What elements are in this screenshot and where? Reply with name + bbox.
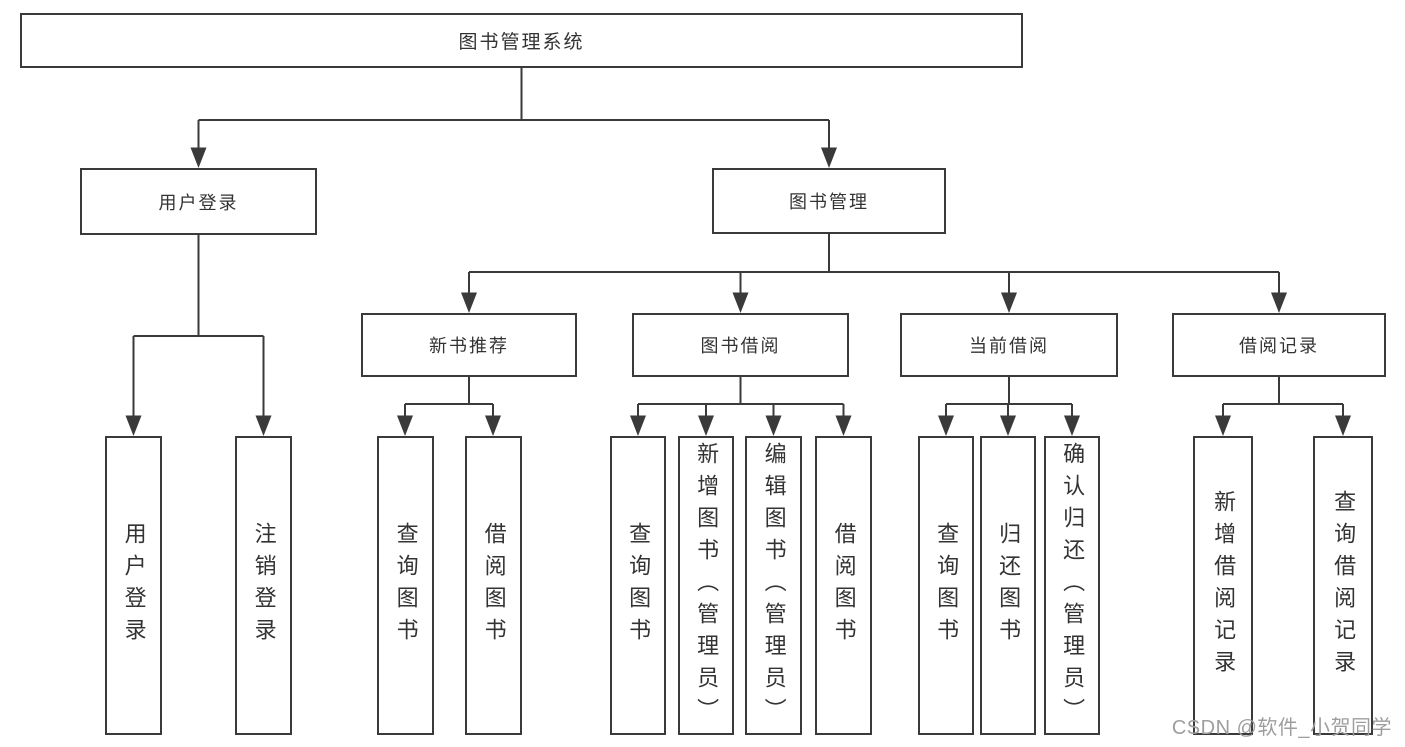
watermark: CSDN @软件_小贺同学 xyxy=(1171,717,1392,739)
leaf-add-borrow-record-label: 新增借阅记录 xyxy=(1211,489,1237,682)
node-book-borrowing: 图书借阅 xyxy=(632,313,849,377)
leaf-borrow-books: 借阅图书 xyxy=(815,436,872,735)
leaf-return-books: 归还图书 xyxy=(980,436,1036,735)
node-new-book-recommendation: 新书推荐 xyxy=(361,313,577,377)
leaf-add-borrow-record: 新增借阅记录 xyxy=(1193,436,1253,735)
leaf-recommend-query-books-label: 查询图书 xyxy=(393,521,419,650)
leaf-recommend-borrow-books-label: 借阅图书 xyxy=(481,521,507,650)
node-library-system: 图书管理系统 xyxy=(20,13,1023,68)
node-new-book-recommendation-label: 新书推荐 xyxy=(429,336,509,356)
leaf-current-query-books: 查询图书 xyxy=(918,436,974,735)
leaf-query-borrow-record: 查询借阅记录 xyxy=(1313,436,1373,735)
leaf-logout: 注销登录 xyxy=(235,436,292,735)
leaf-borrowing-query-books: 查询图书 xyxy=(610,436,666,735)
node-current-borrowing-label: 当前借阅 xyxy=(969,336,1049,356)
leaf-edit-books-admin: 编辑图书（管理员） xyxy=(745,436,802,735)
leaf-edit-books-admin-label: 编辑图书（管理员） xyxy=(761,441,787,730)
arrowhead-icons xyxy=(125,147,1351,436)
leaf-user-login-label: 用户登录 xyxy=(121,521,147,650)
leaf-confirm-return-admin-label: 确认归还（管理员） xyxy=(1060,441,1086,730)
node-book-management: 图书管理 xyxy=(712,168,946,234)
leaf-user-login: 用户登录 xyxy=(105,436,162,735)
leaf-logout-label: 注销登录 xyxy=(251,521,277,650)
leaf-confirm-return-admin: 确认归还（管理员） xyxy=(1044,436,1100,735)
leaf-add-books-admin-label: 新增图书（管理员） xyxy=(694,441,720,730)
leaf-borrow-books-label: 借阅图书 xyxy=(831,521,857,650)
node-borrowing-records: 借阅记录 xyxy=(1172,313,1386,377)
leaf-add-books-admin: 新增图书（管理员） xyxy=(678,436,734,735)
leaf-borrowing-query-books-label: 查询图书 xyxy=(626,521,652,650)
leaf-recommend-query-books: 查询图书 xyxy=(377,436,434,735)
node-current-borrowing: 当前借阅 xyxy=(900,313,1118,377)
leaf-query-borrow-record-label: 查询借阅记录 xyxy=(1331,489,1357,682)
leaf-recommend-borrow-books: 借阅图书 xyxy=(465,436,522,735)
leaf-return-books-label: 归还图书 xyxy=(996,521,1022,650)
leaf-current-query-books-label: 查询图书 xyxy=(934,521,960,650)
node-borrowing-records-label: 借阅记录 xyxy=(1239,336,1319,356)
node-user-login: 用户登录 xyxy=(80,168,317,235)
node-user-login-label: 用户登录 xyxy=(158,192,239,213)
node-book-management-label: 图书管理 xyxy=(789,192,869,212)
node-library-system-label: 图书管理系统 xyxy=(458,32,585,53)
node-book-borrowing-label: 图书借阅 xyxy=(700,336,781,356)
